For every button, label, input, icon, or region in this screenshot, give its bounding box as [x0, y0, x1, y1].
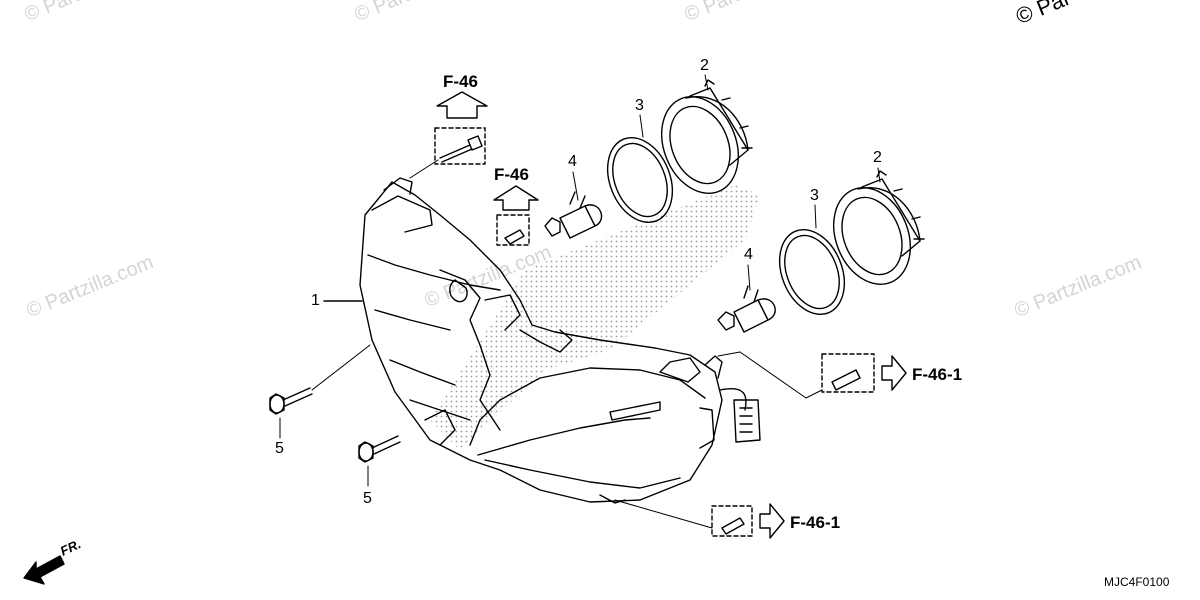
- bulb-cover-lower: [833, 167, 925, 285]
- callout-5-upper: 5: [275, 440, 284, 457]
- ref-arrow-right-lower: [759, 503, 785, 539]
- callout-4-lower: 4: [744, 246, 753, 263]
- callout-3-lower: 3: [810, 187, 819, 204]
- callout-2-lower: 2: [873, 149, 882, 166]
- bulb-cover-upper: [661, 74, 753, 194]
- screw-middle: [496, 214, 530, 246]
- bolt-lower-left: [358, 435, 401, 487]
- ref-arrow-top: [436, 91, 488, 119]
- screw-right-lower: [614, 499, 753, 537]
- screw-upper-top: [409, 127, 486, 179]
- callout-1: 1: [311, 292, 320, 309]
- callout-2-upper: 2: [700, 57, 709, 74]
- callout-3-upper: 3: [635, 97, 644, 114]
- seal-ring-lower: [778, 204, 846, 316]
- screw-right-upper: [717, 351, 875, 399]
- callout-4-upper: 4: [568, 153, 577, 170]
- front-direction-arrow: [23, 555, 65, 585]
- bolt-upper-left: [269, 344, 371, 439]
- headlight-housing: [359, 177, 761, 504]
- ref-label-right-upper: F-46-1: [912, 365, 963, 384]
- ref-label-middle: F-46: [494, 165, 529, 184]
- ref-label-right-lower: F-46-1: [790, 513, 841, 532]
- ref-arrow-middle: [493, 185, 539, 211]
- bulb-upper: [544, 171, 603, 239]
- ref-label-top: F-46: [443, 72, 478, 91]
- diagram-code: MJC4F0100: [1104, 575, 1170, 589]
- callout-5-lower: 5: [363, 490, 372, 507]
- stipple-band: [430, 185, 760, 450]
- bulb-lower: [717, 264, 776, 333]
- seal-ring-upper: [606, 114, 674, 224]
- ref-arrow-right-upper: [881, 355, 907, 391]
